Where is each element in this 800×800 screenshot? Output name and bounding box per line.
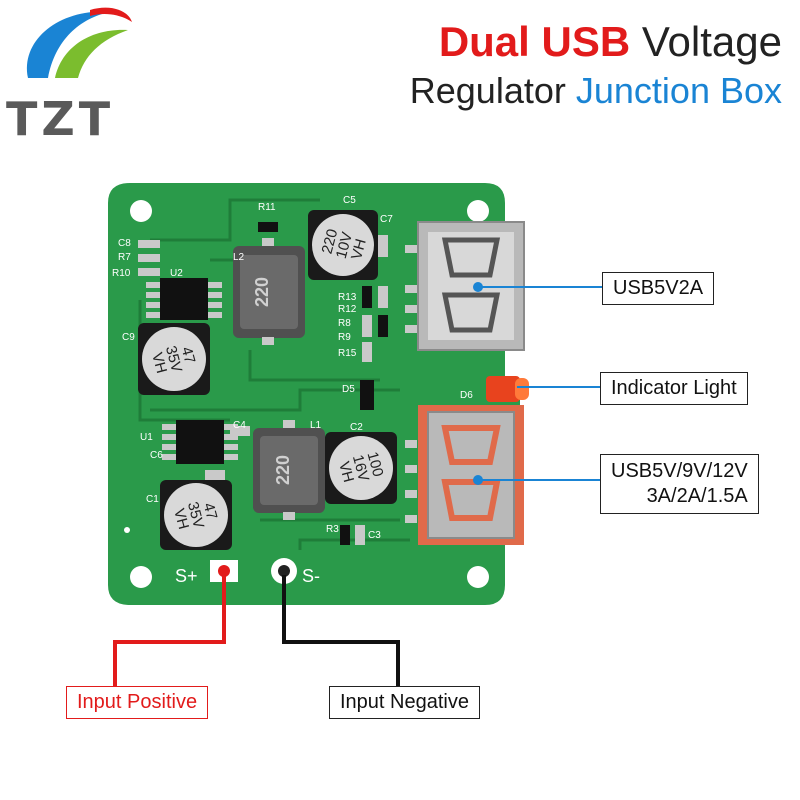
mounting-hole-bottom-left	[130, 566, 152, 588]
callout-input-negative: Input Negative	[329, 686, 480, 719]
silk-c8: C8	[118, 238, 131, 249]
silk-r3: R3	[326, 524, 339, 535]
title-word-dual: Dual	[438, 18, 530, 65]
silk-u2: U2	[170, 268, 183, 279]
mounting-hole-bottom-right	[467, 566, 489, 588]
silk-c5: C5	[343, 195, 356, 206]
silk-r10: R10	[112, 268, 131, 279]
cap-c5-value: 220	[319, 227, 342, 256]
logo-swoosh-icon	[26, 7, 132, 78]
cap-c1-series: VH	[170, 507, 192, 532]
capacitor-c1: 47 35V VH	[160, 480, 232, 550]
silk-c7: C7	[380, 214, 393, 225]
capacitor-c5: 220 10V VH	[308, 210, 378, 280]
page-title-line-1: Dual USB Voltage	[439, 18, 782, 66]
callout-usb-bottom-line-2: 3A/2A/1.5A	[646, 485, 748, 507]
silk-r12: R12	[338, 304, 357, 315]
mounting-hole-top-right	[467, 200, 489, 222]
silk-c3: C3	[368, 530, 381, 541]
silk-u1: U1	[140, 432, 153, 443]
ic-u2	[146, 278, 222, 320]
silk-r15: R15	[338, 348, 357, 359]
mounting-hole-top-left	[130, 200, 152, 222]
silk-c4: C4	[233, 420, 246, 431]
silk-r11: R11	[258, 202, 276, 213]
tzt-logo: TZT	[0, 0, 150, 150]
ic-u1	[162, 420, 238, 464]
silkscreen-labels: C5 R11 C7 C8 R7 R10 U2 L2 C9 R13 R12 R8 …	[112, 195, 473, 541]
cap-c2-value: 100	[364, 450, 387, 479]
capacitor-c9: 47 35V VH	[138, 323, 210, 395]
title-word-junction-box: Junction Box	[575, 70, 782, 111]
wire-positive	[113, 575, 226, 688]
silk-r7: R7	[118, 252, 131, 263]
silk-l1: L1	[310, 420, 322, 431]
pad-label-positive: S+	[175, 566, 198, 586]
title-word-voltage: Voltage	[641, 18, 782, 65]
callout-input-positive: Input Positive	[66, 686, 209, 719]
silk-c1: C1	[146, 494, 159, 505]
page-title-line-2: Regulator Junction Box	[410, 70, 782, 112]
cap-c9-voltage: 35V	[162, 344, 185, 374]
cap-c2-voltage: 16V	[349, 453, 372, 483]
input-pads: S+ S-	[124, 527, 320, 586]
callout-indicator-light: Indicator Light	[600, 372, 748, 405]
title-word-usb: USB	[541, 18, 631, 65]
callout-usb-bottom-line-1: USB5V/9V/12V	[611, 460, 748, 482]
inductor-top-label: 220	[252, 277, 272, 307]
silk-r13: R13	[338, 292, 357, 303]
indicator-led	[486, 376, 529, 402]
cap-c1-value: 47	[200, 501, 221, 522]
cap-c9-series: VH	[148, 351, 170, 376]
wire-negative	[282, 575, 400, 688]
smd-components	[138, 222, 388, 545]
cap-c5-series: VH	[348, 237, 370, 262]
silk-d6: D6	[460, 390, 473, 401]
silk-c6: C6	[150, 450, 163, 461]
cap-c1-voltage: 35V	[184, 500, 207, 530]
callout-usb-top: USB5V2A	[602, 272, 715, 305]
logo-text: TZT	[6, 92, 115, 146]
callout-leaders	[478, 286, 602, 481]
cap-c5-voltage: 10V	[333, 230, 356, 260]
cap-c2-series: VH	[335, 460, 357, 485]
capacitor-c2: 100 16V VH	[325, 432, 397, 504]
silk-l2: L2	[233, 252, 245, 263]
callout-usb-bottom: USB5V/9V/12V 3A/2A/1.5A	[600, 454, 759, 514]
inductor-bottom-label: 220	[273, 455, 293, 485]
silk-c9: C9	[122, 332, 135, 343]
cap-c9-value: 47	[178, 345, 199, 366]
pad-label-negative: S-	[302, 566, 320, 586]
silk-r9: R9	[338, 332, 351, 343]
silk-d5: D5	[342, 384, 355, 395]
silk-c2: C2	[350, 422, 363, 433]
title-word-regulator: Regulator	[409, 70, 566, 111]
mounting-holes	[130, 200, 489, 588]
silk-r8: R8	[338, 318, 351, 329]
usb-port-bottom	[405, 405, 524, 545]
